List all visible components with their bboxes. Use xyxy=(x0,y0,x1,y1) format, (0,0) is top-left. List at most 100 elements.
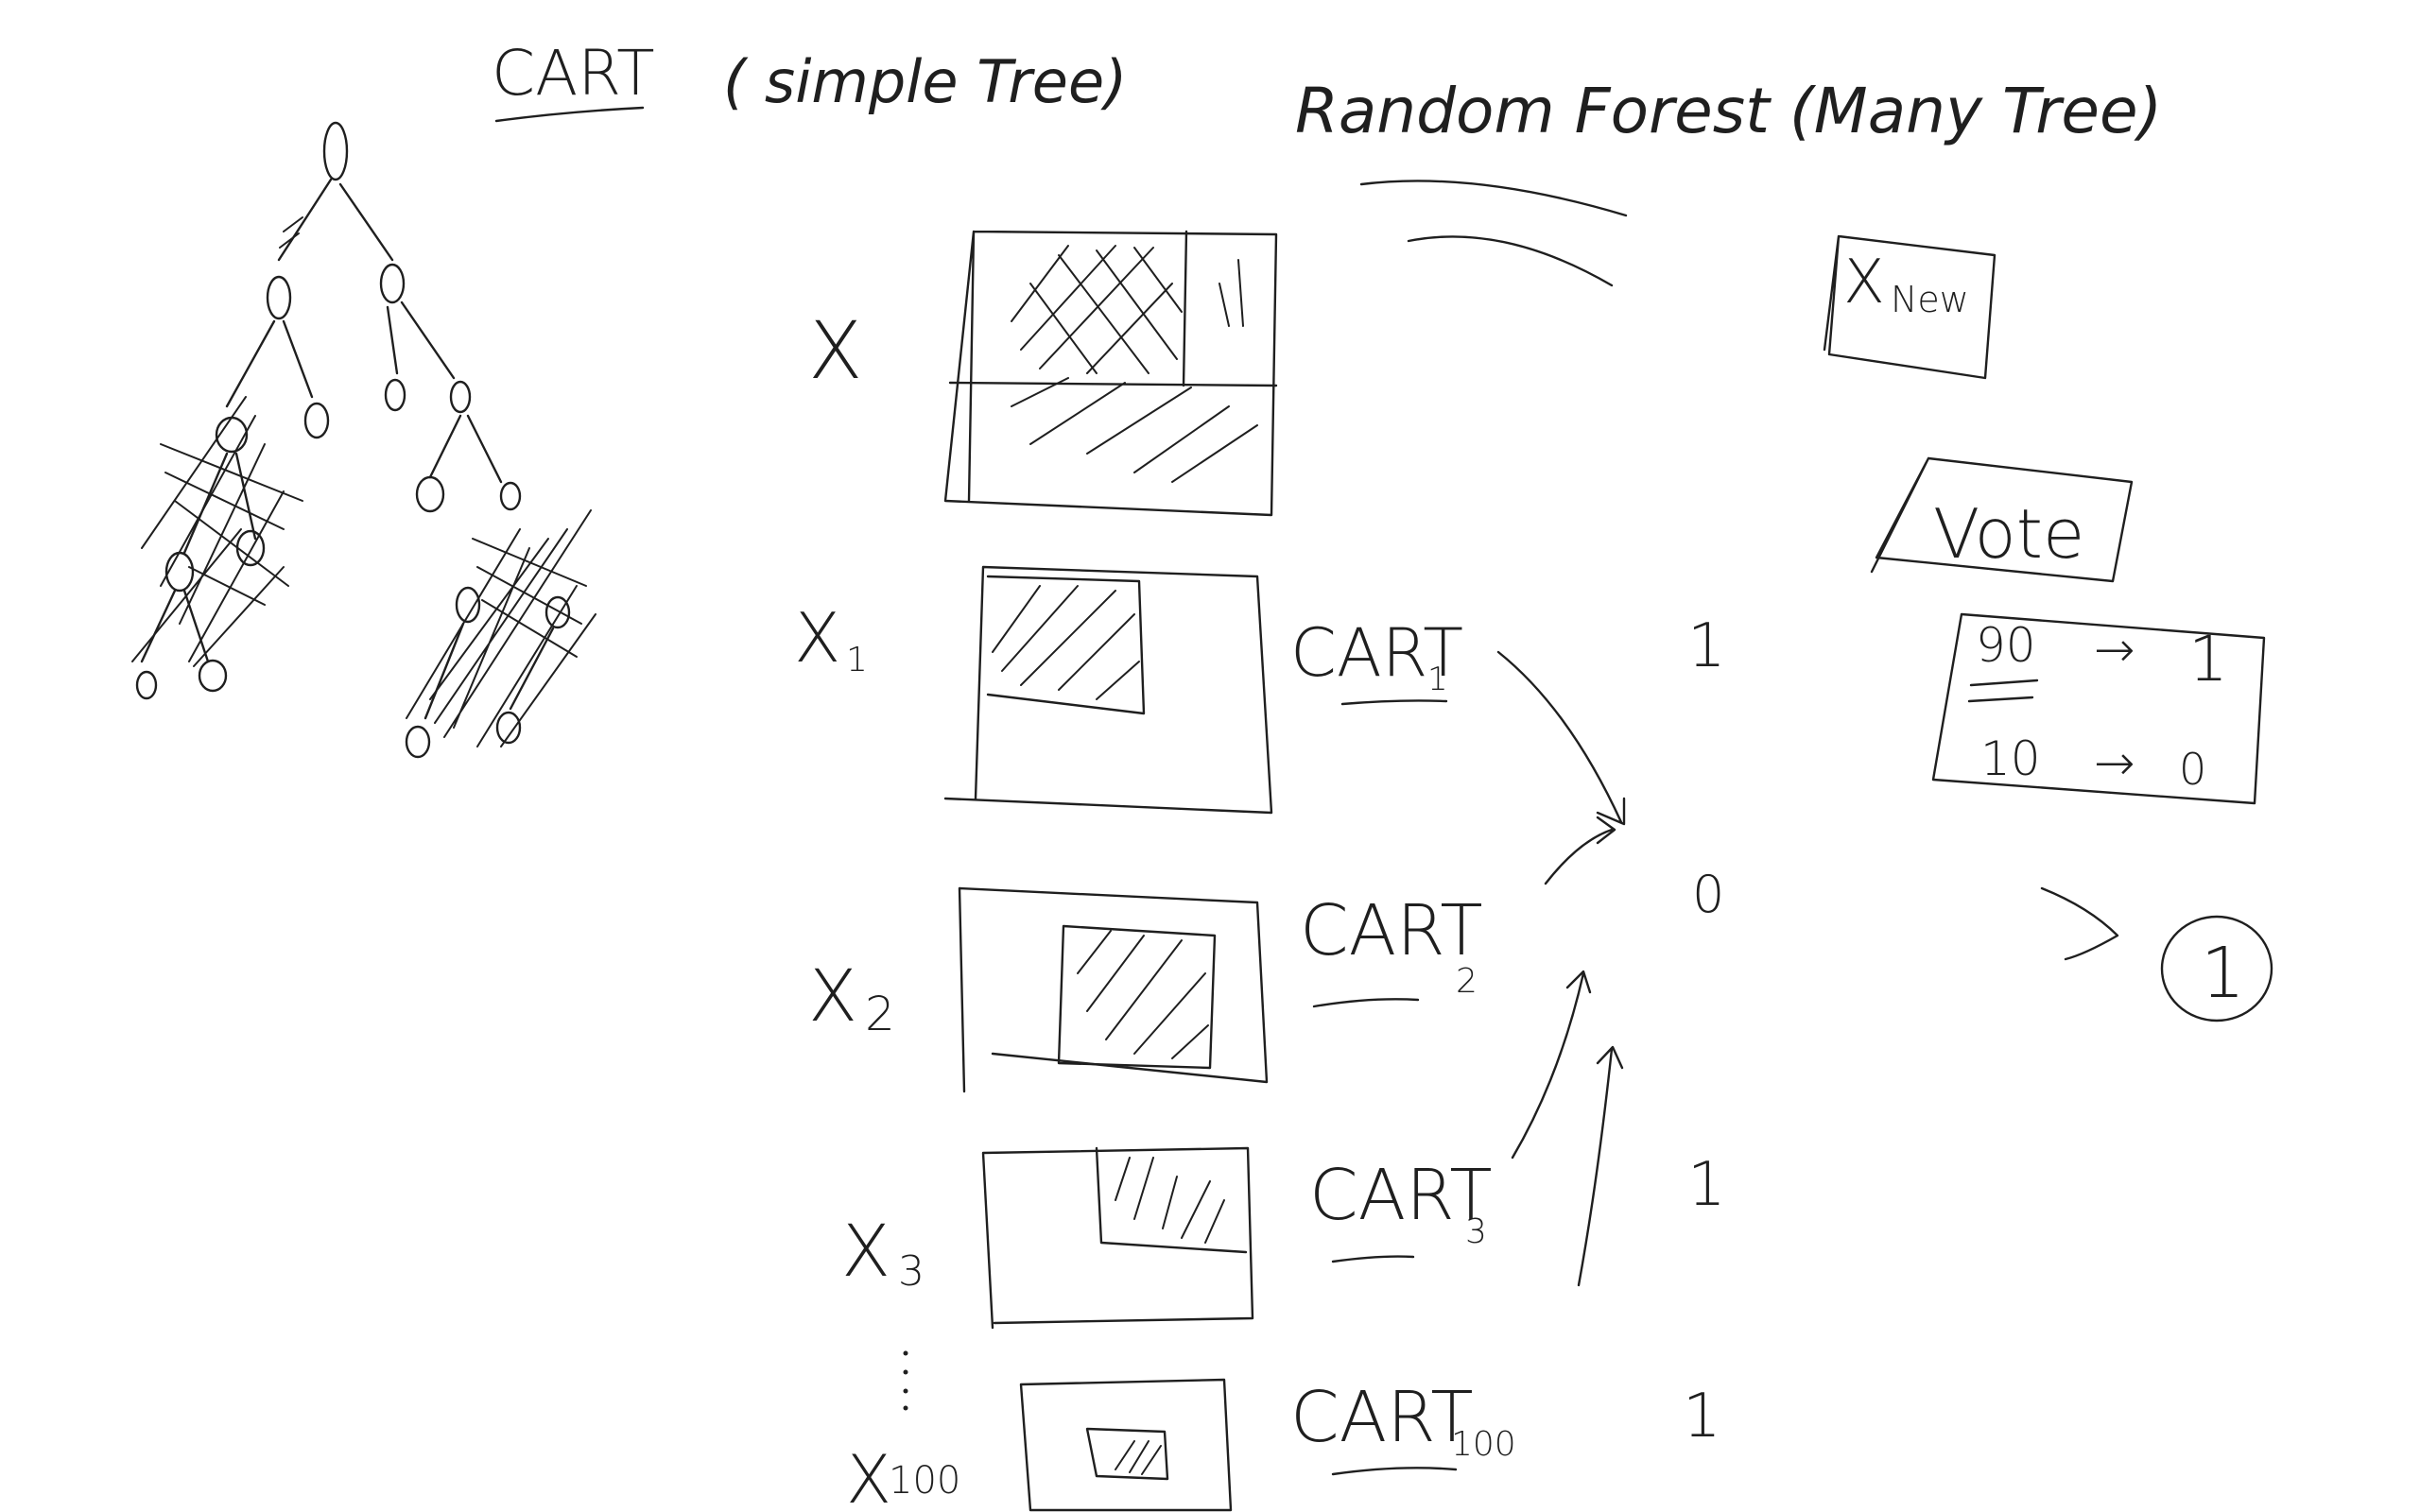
tree-edge-mark xyxy=(279,216,303,249)
model-underline xyxy=(1331,1255,1415,1263)
rf-curve-1 xyxy=(1359,180,1628,217)
subset-label: X xyxy=(794,598,840,678)
subset-hatch xyxy=(992,585,1140,700)
subset-label: X xyxy=(808,954,857,1038)
tree-node xyxy=(455,586,481,624)
vote-arrow xyxy=(1511,970,1592,1160)
subset-box xyxy=(943,565,1273,815)
prediction: 0 xyxy=(1692,865,1724,924)
cart-title-group: CART ( simple Tree) xyxy=(492,37,1127,123)
subset-label: X xyxy=(846,1441,891,1512)
pruned-hatch-left xyxy=(131,396,303,667)
subset-2: X 2 CART 2 0 xyxy=(808,816,1724,1093)
tree-node xyxy=(215,416,249,454)
ellipsis-dots xyxy=(903,1350,908,1411)
tree-edge xyxy=(400,301,456,380)
subset-label-sub: 100 xyxy=(889,1459,960,1503)
subset-3: X 3 CART 3 1 xyxy=(841,970,1726,1330)
subset-region xyxy=(1085,1427,1169,1481)
vote-label: Vote xyxy=(1933,494,2084,574)
vote-arrow-glyph: → xyxy=(2094,735,2135,792)
x-new-label-sub: New xyxy=(1891,279,1969,320)
final-output-group: 1 xyxy=(2040,886,2273,1022)
pruned-hatch-right xyxy=(406,509,596,747)
vote-class: 1 xyxy=(2188,623,2228,696)
random-forest-title-group: Random Forest (Many Tree) xyxy=(1295,75,2162,287)
model-underline xyxy=(1340,699,1448,706)
final-output: 1 xyxy=(2201,933,2245,1014)
subset-region xyxy=(986,575,1146,715)
tree-node xyxy=(449,380,472,414)
tree-node xyxy=(415,475,445,513)
subset-hatch xyxy=(1077,930,1209,1059)
vote-group: Vote xyxy=(1870,456,2134,583)
subset-region xyxy=(1095,1146,1248,1254)
tree-edge xyxy=(424,622,555,720)
prediction: 1 xyxy=(1683,1382,1721,1452)
cart-title-underline xyxy=(494,106,645,123)
subset-1: X 1 CART 1 1 xyxy=(794,565,1726,826)
tree-node xyxy=(495,711,522,745)
final-output-circle xyxy=(2160,915,2273,1022)
model-underline xyxy=(1331,1467,1458,1476)
dataset-label: X xyxy=(808,304,863,397)
vote-arrow xyxy=(1577,1045,1624,1287)
subset-100: X 100 CART 100 1 xyxy=(846,1377,1721,1512)
tree-node xyxy=(544,595,571,629)
vote-box xyxy=(1870,456,2134,583)
tree-edge xyxy=(386,305,399,375)
tree-root-node xyxy=(322,121,349,181)
tree-node xyxy=(405,725,431,759)
rf-curve-2 xyxy=(1407,235,1614,287)
subset-box xyxy=(1019,1378,1233,1512)
tree-edge xyxy=(428,414,462,479)
model-label-sub: 1 xyxy=(1427,661,1448,698)
subset-box xyxy=(958,886,1269,1093)
model-label: CART xyxy=(1290,1377,1474,1458)
vote-arrow-glyph: → xyxy=(2094,622,2135,679)
tree-edge xyxy=(282,319,314,399)
dataset-split-horizontal xyxy=(948,381,1278,387)
vote-results-group: 90 → 1 10 → 0 xyxy=(1931,612,2266,805)
x-new-group: X New xyxy=(1823,234,1996,380)
tree-node xyxy=(499,481,522,511)
vote-count-underline xyxy=(1967,679,2039,703)
tree-node xyxy=(379,263,406,304)
tree-edge xyxy=(338,182,394,262)
tree-edge xyxy=(277,178,333,262)
model-label-sub: 3 xyxy=(1465,1212,1487,1251)
tree-edge xyxy=(140,589,210,663)
model-label-sub: 2 xyxy=(1456,962,1478,1001)
model-label: CART xyxy=(1300,890,1483,971)
model-underline xyxy=(1312,998,1420,1008)
model-label-sub: 100 xyxy=(1451,1425,1516,1464)
vote-count: 90 xyxy=(1976,618,2036,673)
vote-arrow xyxy=(1544,816,1616,885)
tree-node xyxy=(198,659,228,693)
prediction: 1 xyxy=(1687,1150,1726,1220)
tree-node xyxy=(266,275,292,320)
random-forest-title: Random Forest (Many Tree) xyxy=(1295,75,2162,147)
subset-region xyxy=(1057,924,1217,1070)
cart-subtitle: ( simple Tree) xyxy=(723,47,1127,116)
simple-tree xyxy=(131,121,596,759)
tree-node xyxy=(164,551,195,593)
vote-class: 0 xyxy=(2179,744,2206,795)
subset-label-sub: 3 xyxy=(898,1247,925,1296)
model-label: CART xyxy=(1309,1155,1493,1236)
tree-node xyxy=(303,402,330,439)
model-label: CART xyxy=(1290,614,1463,692)
dataset-x-group: X xyxy=(808,230,1278,517)
tree-node xyxy=(135,670,158,700)
subset-box xyxy=(981,1146,1254,1330)
x-new-box xyxy=(1823,234,1996,380)
subset-hatch xyxy=(1115,1157,1225,1244)
dataset-split-vertical xyxy=(1182,230,1188,387)
subset-label-sub: 1 xyxy=(846,641,868,679)
x-new-label: X xyxy=(1843,248,1885,318)
tree-edge xyxy=(466,414,503,484)
subset-label-sub: 2 xyxy=(865,987,895,1041)
prediction: 1 xyxy=(1687,611,1726,681)
tree-edge xyxy=(225,319,276,408)
